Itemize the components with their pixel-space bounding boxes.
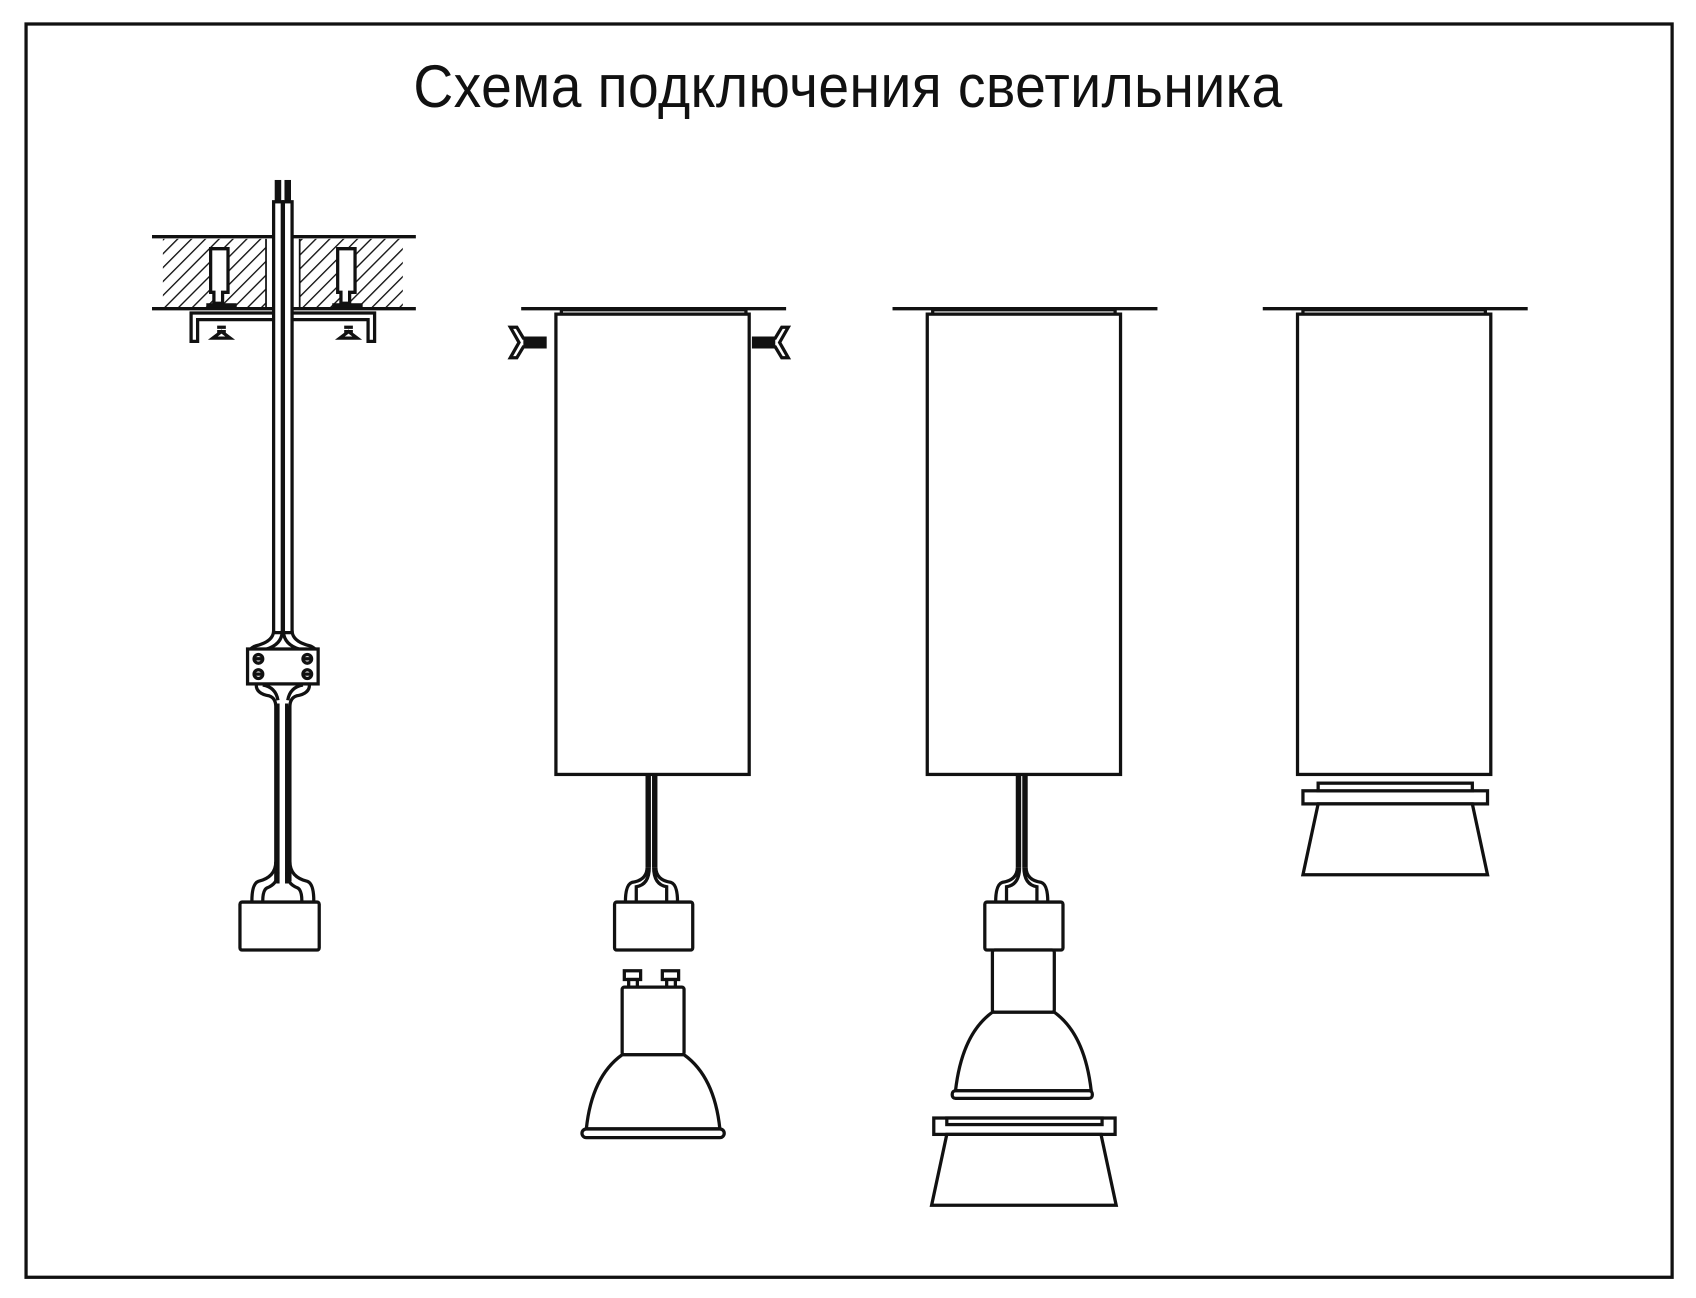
screw-left — [507, 325, 547, 360]
gu10-lamp-icon — [950, 948, 1094, 1101]
gu10-lamp-icon — [580, 969, 726, 1140]
wall-plug-right — [332, 247, 363, 308]
reflector-ring — [929, 1116, 1119, 1207]
luminaire-housing — [1295, 312, 1493, 777]
step-4-assembled — [1262, 307, 1528, 877]
mounting-bracket — [189, 311, 377, 344]
terminal-connector — [245, 647, 320, 686]
screw-right — [751, 325, 792, 360]
luminaire-housing — [554, 312, 751, 777]
page-title: Схема подключения светильника — [413, 53, 1283, 120]
lamp-socket — [612, 900, 695, 952]
step-1-ceiling-wiring — [152, 179, 416, 952]
power-wires — [248, 179, 318, 653]
wall-plug-left — [206, 247, 237, 308]
lamp-socket — [983, 900, 1065, 952]
luminaire-housing — [925, 312, 1123, 777]
screw-heads — [207, 325, 363, 340]
frame-border — [24, 22, 1674, 1279]
reflector-ring — [1300, 781, 1490, 877]
lamp-socket — [238, 900, 321, 952]
step-3-lamp-and-reflector — [892, 307, 1158, 1207]
step-2-housing-and-lamp — [507, 307, 792, 1140]
